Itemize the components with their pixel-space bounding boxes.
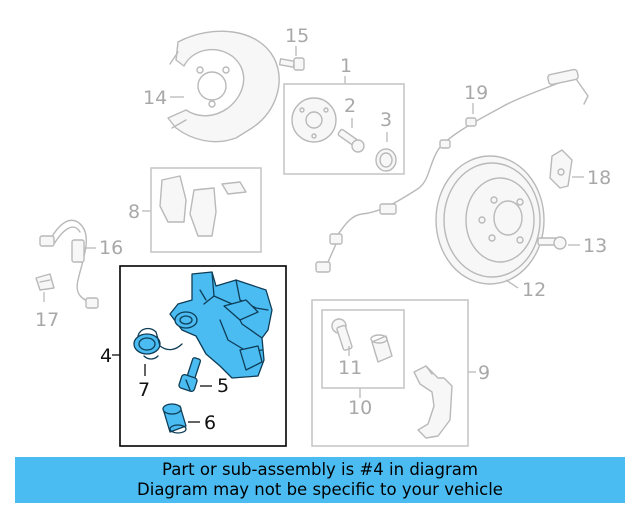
banner-line-1: Part or sub-assembly is #4 in diagram	[162, 460, 478, 479]
callout-19[interactable]: 19	[464, 82, 488, 104]
callout-9[interactable]: 9	[478, 362, 490, 384]
callout-15[interactable]: 15	[285, 25, 309, 47]
brake-hose-part[interactable]	[39, 219, 99, 309]
screw-13-part[interactable]	[537, 236, 567, 250]
callout-5[interactable]: 5	[217, 375, 229, 397]
callout-3[interactable]: 3	[380, 109, 392, 131]
guide-bolt-5-part[interactable]	[178, 357, 202, 392]
pad-spring-clip-part[interactable]	[413, 365, 453, 439]
callout-4[interactable]: 4	[100, 345, 112, 367]
bushing-6-part[interactable]	[162, 403, 187, 434]
splash-shield-part[interactable]	[167, 30, 280, 143]
info-banner: Part or sub-assembly is #4 in diagram Di…	[15, 457, 625, 503]
caliper-assembly-box[interactable]	[119, 265, 287, 447]
callout-14[interactable]: 14	[143, 87, 167, 109]
callout-13[interactable]: 13	[583, 235, 607, 257]
brake-disc-part[interactable]	[435, 155, 545, 285]
brake-pad-box	[150, 167, 262, 253]
callout-16[interactable]: 16	[99, 237, 123, 259]
hub-bolt-part[interactable]	[337, 128, 365, 153]
callout-12[interactable]: 12	[522, 279, 546, 301]
leader-12	[505, 279, 519, 289]
wear-sensor-cable-part[interactable]	[315, 68, 589, 273]
bolt-kit-box	[321, 309, 405, 389]
callout-18[interactable]: 18	[587, 167, 611, 189]
callout-1[interactable]: 1	[340, 55, 352, 77]
banner-line-2: Diagram may not be specific to your vehi…	[137, 480, 503, 499]
carrier-kit-box	[311, 299, 469, 447]
clip-17-part[interactable]	[35, 273, 55, 291]
callout-10[interactable]: 10	[348, 397, 372, 419]
callout-6[interactable]: 6	[204, 412, 216, 434]
spring-7-part[interactable]	[133, 327, 183, 360]
wheel-hub-part[interactable]	[291, 97, 337, 143]
brake-caliper-part[interactable]	[169, 271, 273, 379]
callout-17[interactable]: 17	[35, 309, 59, 331]
brake-pads-part[interactable]	[159, 175, 247, 237]
carrier-bolt-11-part[interactable]	[331, 318, 353, 351]
callout-11[interactable]: 11	[338, 357, 362, 379]
bolt-15-part[interactable]	[278, 57, 305, 71]
callout-7[interactable]: 7	[138, 379, 150, 401]
abs-sensor-part[interactable]	[549, 149, 573, 189]
cap-part[interactable]	[375, 148, 397, 172]
bushing-kit-part[interactable]	[370, 334, 393, 363]
callout-2[interactable]: 2	[344, 95, 356, 117]
callout-8[interactable]: 8	[128, 201, 140, 223]
hub-bearing-box	[283, 83, 405, 175]
